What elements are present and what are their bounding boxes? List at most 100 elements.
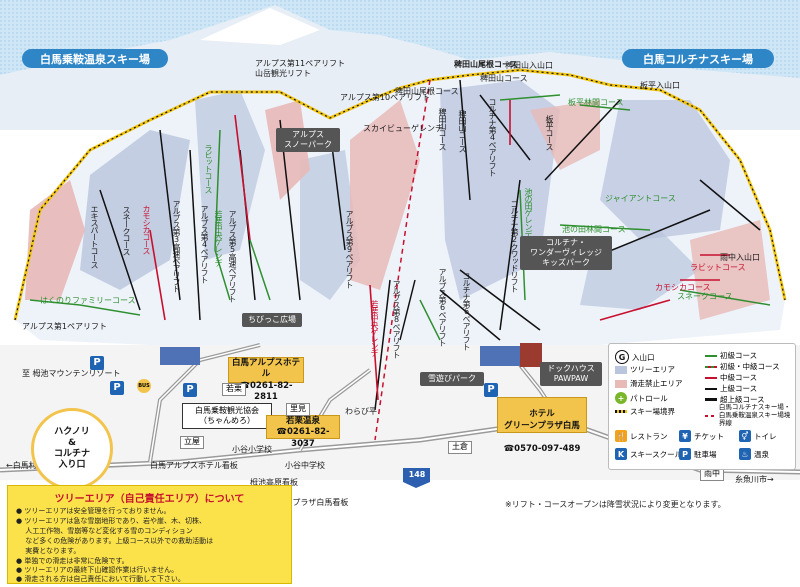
legend-restaurant: 🍴 レストラン bbox=[615, 430, 668, 442]
legend-toilet-label: トイレ bbox=[754, 431, 777, 441]
label-yukiasobi: 雪遊びパーク bbox=[420, 372, 484, 386]
beg-mid-swatch bbox=[705, 365, 717, 368]
label-warabi: わらび平 bbox=[345, 407, 377, 416]
lift-alps11: アルプス第11ペアリフト bbox=[255, 59, 346, 68]
mid-swatch bbox=[705, 376, 717, 379]
lift-alps8: アルプス第8ペアリフト bbox=[392, 280, 401, 358]
legend-beginner: 初級コース bbox=[705, 350, 757, 361]
border-swatch bbox=[705, 414, 716, 417]
label-tourism: 白馬乗鞍観光協会 （ちゃんめろ） bbox=[182, 403, 272, 429]
label-itoigawa: 糸魚川市→ bbox=[735, 475, 774, 484]
legend-ticket-label: チケット bbox=[694, 431, 724, 441]
notice-item: ● 滑走される方は自己責任において行動して下さい。 bbox=[16, 575, 185, 583]
route-148-sign: 148 bbox=[408, 470, 426, 479]
legend-entrance-label: 入山口 bbox=[632, 352, 655, 362]
notice-item: など多くの危険があります。上級コース以外での救助活動は bbox=[16, 537, 214, 545]
legend-expert: 超上級コース bbox=[705, 394, 765, 405]
course-kamoshika-l: カモシカコース bbox=[142, 205, 151, 254]
boundary-swatch bbox=[615, 410, 627, 413]
parking-icon: P bbox=[484, 383, 498, 397]
label-snowpark: アルプス スノーパーク bbox=[276, 128, 340, 152]
label-alps-sign: 白馬アルプスホテル看板 bbox=[150, 461, 238, 470]
lift-alps6: アルプス第6ペアリフト bbox=[438, 268, 447, 346]
legend-adv: 上級コース bbox=[705, 383, 757, 394]
notice-item: 実費となります。 bbox=[16, 547, 81, 555]
label-satomi: 里見 bbox=[286, 403, 310, 416]
legend-entrance: G 入山口 bbox=[615, 350, 655, 364]
label-mountain-resort: 至 栂池マウンテンリゾート bbox=[22, 369, 121, 378]
notice-item: ● 単独での滑走は非常に危険です。 bbox=[16, 557, 129, 565]
map-legend: G 入山口 ツリーエリア 滑走禁止エリア + パトロール スキー場境界 初級コー… bbox=[608, 343, 796, 470]
label-kidspark: コルチナ・ ワンダーヴィレッジ キッズパーク bbox=[520, 236, 612, 270]
expert-swatch bbox=[705, 398, 717, 401]
legend-parking-label: 駐車場 bbox=[694, 449, 717, 459]
notice-item: ● ツリーエリアは安全管理を行っておりません。 bbox=[16, 507, 171, 515]
label-hakuba-village: ←白馬村 bbox=[6, 461, 37, 470]
bus-stop-icon: BUS bbox=[137, 379, 151, 393]
legend-border: 白馬コルチナスキー場・ 白馬乗鞍温泉スキー場境界線 bbox=[705, 403, 795, 427]
legend-school: K スキースクール bbox=[615, 448, 682, 460]
course-jakyu: 若栗中央ゲレンデ bbox=[214, 210, 223, 266]
course-snake-l: スネークコース bbox=[122, 206, 131, 255]
hotel-alps-name: 白馬アルプスホテル bbox=[232, 358, 300, 380]
label-tateya: 立屋 bbox=[180, 436, 204, 449]
label-tsugaike-sign: 栂池高原看板 bbox=[250, 478, 298, 487]
nonski-swatch bbox=[615, 379, 627, 388]
lift-cortina4: コルチナ第4ペアリフト bbox=[488, 98, 497, 176]
course-ikenota-g: 池の田ゲレンデ bbox=[524, 188, 533, 237]
lift-alps4: アルプス第4ペアリフト bbox=[200, 205, 209, 283]
entry-badge-line4: 入り口 bbox=[58, 460, 86, 471]
course-expert: エキスパートコース bbox=[90, 205, 99, 268]
course-ikenota: 池の田林間コース bbox=[562, 225, 626, 234]
label-otari-elem: 小谷小学校 bbox=[232, 445, 272, 454]
course-itabira-forest: 板平林間コース bbox=[568, 98, 624, 107]
legend-border-label: 白馬コルチナスキー場・ 白馬乗鞍温泉スキー場境界線 bbox=[718, 403, 791, 427]
resort-banner-norikura: 白馬乗鞍温泉スキー場 bbox=[22, 49, 168, 68]
footnote: ※リフト・コースオープンは降雪状況により変更となります。 bbox=[505, 500, 726, 509]
entrance-icon: G bbox=[615, 350, 629, 364]
legend-mid: 中級コース bbox=[705, 372, 757, 383]
parking-icon: P bbox=[183, 383, 197, 397]
notice-item: ● ツリーエリアの最終下山確認作業は行いません。 bbox=[16, 566, 179, 574]
legend-school-label: スキースクール bbox=[630, 449, 683, 459]
parking-icon: P bbox=[110, 381, 124, 395]
label-chibikko: ちびっこ広場 bbox=[242, 313, 302, 327]
label-green-sign: ホテルグリーンプラザ白馬看板 bbox=[237, 498, 349, 507]
legend-parking: P 駐車場 bbox=[679, 448, 717, 460]
legend-expert-label: 超上級コース bbox=[720, 395, 765, 404]
entry-badge-line3: コルチナ bbox=[53, 449, 90, 459]
entry-badge-line1: ハクノリ bbox=[54, 426, 90, 437]
course-giant: ジャイアントコース bbox=[605, 194, 676, 203]
notice-title: ツリーエリア（自己責任エリア）について bbox=[54, 494, 245, 505]
hotel-green-name: ホテル グリーンプラザ白馬 bbox=[504, 409, 580, 431]
parking-icon: P bbox=[90, 356, 104, 370]
hotel-green-tel: ☎0570-097-489 bbox=[503, 443, 581, 454]
legend-patrol-label: パトロール bbox=[630, 393, 668, 403]
legend-beg-mid: 初級・中級コース bbox=[705, 361, 780, 372]
tree-area-swatch bbox=[615, 365, 627, 374]
lift-yamadake: 山岳観光リフト bbox=[255, 69, 311, 78]
course-hieda1: 稗田山コース bbox=[438, 108, 447, 150]
notice-item: ● ツリーエリアは急な雪崩地形であり、岩や崖、木、切株、 bbox=[16, 517, 206, 525]
legend-restaurant-label: レストラン bbox=[630, 431, 668, 441]
label-amanaka-entrance: 雨中入山口 bbox=[720, 253, 760, 262]
legend-beg-mid-label: 初級・中級コース bbox=[720, 362, 780, 371]
beginner-swatch bbox=[705, 354, 717, 357]
legend-onsen: ♨ 温泉 bbox=[739, 448, 769, 460]
legend-boundary-label: スキー場境界 bbox=[630, 407, 675, 416]
toilet-icon: ⚥ bbox=[739, 430, 751, 442]
legend-toilet: ⚥ トイレ bbox=[739, 430, 777, 442]
course-snake-r: スネークコース bbox=[677, 292, 733, 301]
course-itabira: 板平コース bbox=[545, 115, 554, 150]
lift-alps5: アルプス第5高速ペアリフト bbox=[228, 210, 237, 302]
lift-alps1: アルプス第1ペアリフト bbox=[22, 322, 108, 331]
course-kamoshika-r: カモシカコース bbox=[655, 283, 711, 292]
lift-cortina6: コルチナ第6ペアリフト bbox=[462, 272, 471, 350]
hotel-onsen: 若栗温泉 ☎0261-82-3037 bbox=[266, 415, 340, 449]
legend-nonski: 滑走禁止エリア bbox=[615, 378, 683, 389]
legend-onsen-label: 温泉 bbox=[754, 449, 769, 459]
hotel-onsen-name: 若栗温泉 bbox=[285, 416, 320, 426]
entry-badge-line2: & bbox=[68, 437, 76, 448]
resort-banner-cortina: 白馬コルチナスキー場 bbox=[622, 49, 774, 68]
